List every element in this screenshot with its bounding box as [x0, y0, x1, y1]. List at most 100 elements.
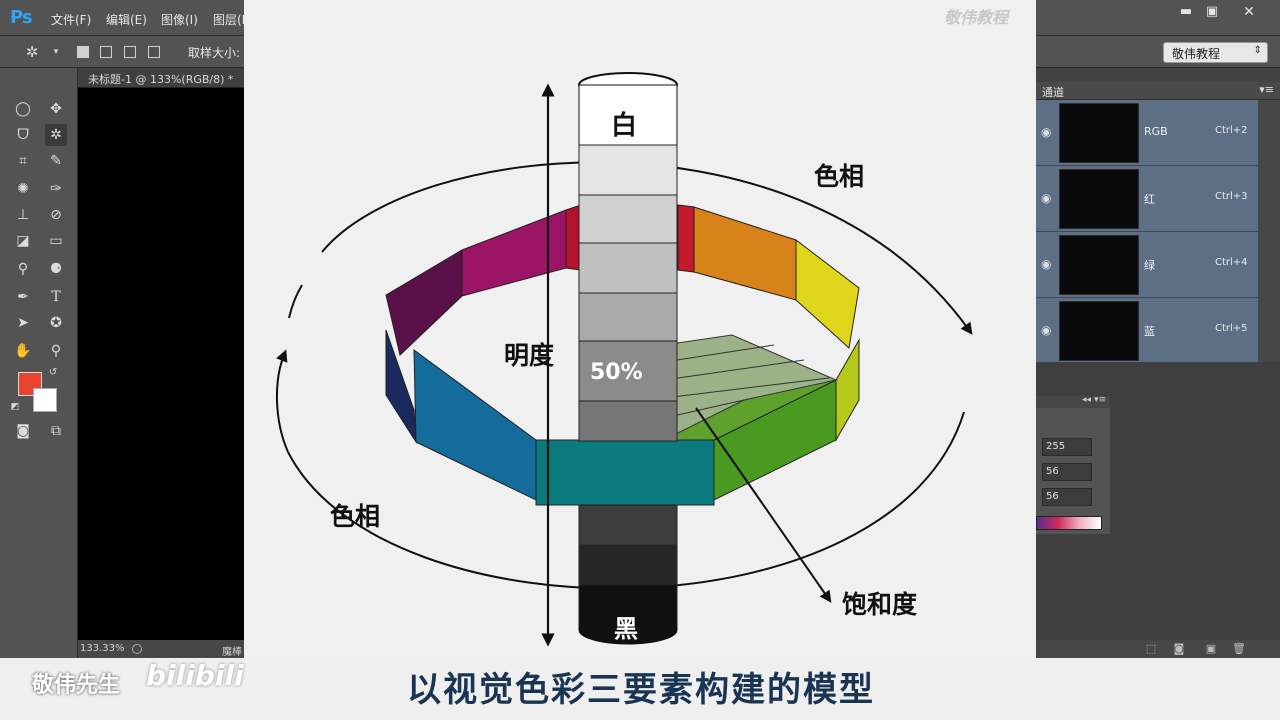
pen-icon[interactable]: ✒: [17, 289, 29, 305]
color-model-overlay: 敬伟教程: [244, 0, 1036, 660]
healing-brush-icon[interactable]: ✺: [17, 181, 29, 197]
saturation-step: [663, 344, 775, 363]
eraser-icon[interactable]: ◪: [16, 233, 30, 249]
gradient-icon[interactable]: ▭: [49, 233, 63, 249]
quick-mask-icon[interactable]: ◙: [16, 423, 30, 439]
saturation-arrow: [695, 407, 832, 603]
collapse-icon[interactable]: ◂◂: [1082, 395, 1092, 405]
panel-menu-icon[interactable]: ▾≡: [1259, 83, 1274, 96]
channels-scrollbar[interactable]: [1258, 100, 1280, 362]
visibility-eye-icon[interactable]: ◉: [1041, 323, 1052, 337]
path-selection-icon[interactable]: ➤: [17, 315, 29, 331]
channel-shortcut: Ctrl+2: [1215, 125, 1248, 136]
blur-icon[interactable]: ⚲: [17, 261, 29, 277]
trash-icon[interactable]: 🗑: [1232, 642, 1246, 655]
watermark: 敬伟教程: [944, 8, 1009, 27]
color-value-field[interactable]: 56: [1042, 488, 1092, 506]
menu-image[interactable]: 图像(I): [161, 13, 198, 27]
menu-edit[interactable]: 编辑(E): [106, 13, 147, 27]
hue-segment-cyan: [535, 439, 715, 506]
brush-icon[interactable]: ✑: [50, 181, 62, 197]
visibility-eye-icon[interactable]: ◉: [1041, 125, 1052, 139]
canvas[interactable]: [78, 88, 244, 640]
panel-menu-icon[interactable]: ▾≡: [1094, 395, 1107, 405]
menu-file[interactable]: 文件(F): [51, 13, 92, 27]
channel-thumbnail: [1059, 235, 1139, 295]
hand-icon[interactable]: ✋: [14, 343, 32, 359]
lasso-icon[interactable]: ᗜ: [17, 127, 29, 143]
saturation-step: [663, 359, 805, 381]
column-band: [578, 194, 678, 244]
updown-arrow-icon: ⇕: [1253, 45, 1262, 56]
load-selection-icon[interactable]: ⬚: [1145, 642, 1157, 655]
magic-wand-icon[interactable]: ✲: [25, 43, 39, 61]
hue-segment-magenta: [461, 209, 567, 297]
save-selection-icon[interactable]: ◙: [1173, 642, 1185, 655]
brightness-label: 明度: [504, 341, 555, 370]
channel-name: 红: [1144, 193, 1155, 206]
add-selection-icon[interactable]: [100, 46, 112, 58]
screen-mode-icon[interactable]: ⧉: [51, 423, 61, 439]
hue-label-left: 色相: [330, 502, 381, 531]
intersect-selection-icon[interactable]: [148, 46, 160, 58]
tab-channels[interactable]: 通道: [1042, 86, 1064, 99]
document-tab-title: 未标题-1 @ 133%(RGB/8) *: [88, 73, 234, 86]
column-band: [578, 292, 678, 342]
channel-row[interactable]: ◉ 红 Ctrl+3: [1036, 166, 1258, 232]
panel-dock-top: [1036, 68, 1280, 82]
hue-label-top: 色相: [814, 162, 865, 191]
clone-stamp-icon[interactable]: ⊥: [16, 207, 30, 223]
channel-row[interactable]: ◉ 绿 Ctrl+4: [1036, 232, 1258, 298]
custom-shape-icon[interactable]: ✪: [50, 315, 62, 331]
type-icon[interactable]: T: [51, 289, 61, 305]
saturation-label: 饱和度: [842, 590, 918, 619]
hue-segment-blue: [413, 348, 537, 501]
background-color-swatch[interactable]: [33, 388, 57, 412]
dodge-icon[interactable]: ⚈: [49, 261, 63, 277]
color-solid-diagram: [275, 72, 973, 647]
minimize-button[interactable]: ▬: [1179, 4, 1193, 19]
magic-wand-tool-icon[interactable]: ✲: [45, 124, 67, 146]
column-band: [578, 400, 678, 442]
history-brush-icon[interactable]: ⊘: [50, 207, 62, 223]
chevron-down-icon[interactable]: ▾: [53, 47, 59, 57]
channel-shortcut: Ctrl+5: [1215, 323, 1248, 334]
new-selection-icon[interactable]: [77, 46, 89, 58]
channel-thumbnail: [1059, 103, 1139, 163]
channel-row[interactable]: ◉ RGB Ctrl+2: [1036, 100, 1258, 166]
color-value-field[interactable]: 56: [1042, 463, 1092, 481]
document-tab[interactable]: 未标题-1 @ 133%(RGB/8) *: [78, 68, 244, 88]
restore-button[interactable]: ▣: [1205, 4, 1219, 19]
channel-row[interactable]: ◉ 蓝 Ctrl+5: [1036, 298, 1258, 364]
elliptical-marquee-icon[interactable]: ◯: [15, 101, 31, 117]
sample-size-label: 取样大小:: [188, 46, 241, 60]
color-ramp[interactable]: [1036, 516, 1102, 530]
menu-layer[interactable]: 图层(L): [213, 13, 254, 27]
hue-segment-purple: [385, 249, 463, 356]
close-button[interactable]: ✕: [1243, 4, 1255, 20]
move-tool-icon[interactable]: ✥: [50, 101, 62, 117]
channel-name: RGB: [1144, 125, 1168, 138]
default-colors-icon[interactable]: ◩: [10, 402, 20, 412]
subtract-selection-icon[interactable]: [124, 46, 136, 58]
hue-segment-red: [677, 204, 695, 273]
swap-colors-icon[interactable]: ↺: [48, 367, 58, 378]
tools-panel: ◯ ✥ ᗜ ✲ ⌗ ✎ ✺ ✑ ⊥ ⊘ ◪ ▭ ⚲ ⚈ ✒ T ➤ ✪ ✋ ⚲ …: [0, 68, 78, 658]
column-band: [578, 340, 678, 402]
zoom-icon[interactable]: ⚲: [50, 343, 62, 359]
hue-orbit-arc: [288, 284, 303, 319]
zoom-level[interactable]: 133.33%: [80, 643, 125, 654]
workspace-select[interactable]: 敬伟教程 ⇕: [1163, 42, 1268, 63]
crop-icon[interactable]: ⌗: [19, 153, 27, 169]
visibility-eye-icon[interactable]: ◉: [1041, 191, 1052, 205]
new-channel-icon[interactable]: ▣: [1205, 642, 1217, 655]
white-label: 白: [611, 111, 638, 141]
channel-shortcut: Ctrl+3: [1215, 191, 1248, 202]
eyedropper-icon[interactable]: ✎: [50, 153, 62, 169]
channels-panel-header: 通道 ▾≡: [1036, 82, 1280, 100]
photoshop-logo: Ps: [10, 7, 33, 28]
visibility-eye-icon[interactable]: ◉: [1041, 257, 1052, 271]
color-value-field[interactable]: 255: [1042, 438, 1092, 456]
status-info-icon[interactable]: [132, 644, 142, 654]
